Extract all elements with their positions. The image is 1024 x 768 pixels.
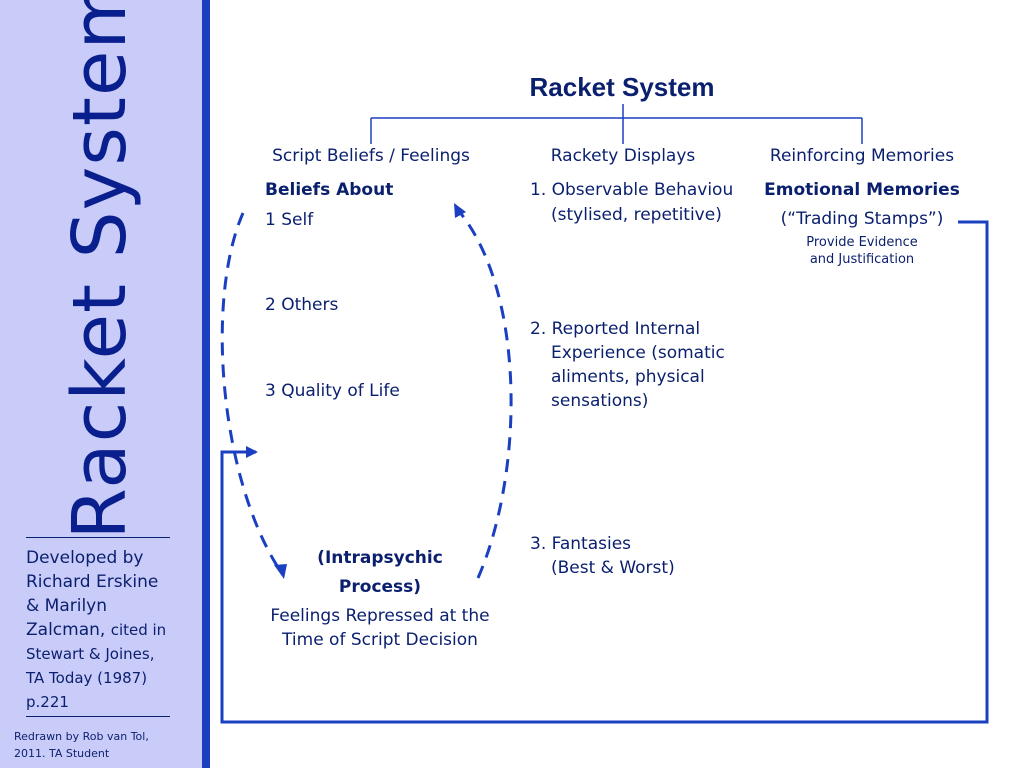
credit-divider-bottom — [26, 716, 170, 717]
credit-line: p.221 — [26, 693, 69, 711]
display-item-1-detail: (stylised, repetitive) — [551, 205, 722, 225]
redrawn-note: Redrawn by Rob van Tol, 2011. TA Student — [14, 728, 149, 762]
display-item-3-detail: (Best & Worst) — [551, 558, 675, 578]
credit-line: Stewart & Joines, — [26, 645, 155, 663]
redrawn-line: Redrawn by Rob van Tol, — [14, 730, 149, 743]
display-item-2: 2. Reported Internal — [530, 319, 701, 339]
credit-line: & Marilyn — [26, 596, 108, 616]
display-item-2-detail: Experience (somatic — [551, 343, 725, 363]
trading-stamps-label: (“Trading Stamps”) — [780, 209, 944, 229]
display-item-2-detail: aliments, physical — [551, 367, 705, 387]
column-header-reinforcing-memories: Reinforcing Memories — [769, 146, 955, 166]
beliefs-heading: Beliefs About — [265, 180, 394, 200]
feelings-repressed-2: Time of Script Decision — [282, 630, 478, 650]
intrapsychic-label-1: (Intrapsychic — [317, 548, 443, 568]
belief-item: 1 Self — [265, 210, 314, 230]
evidence-note-1: Provide Evidence — [806, 235, 918, 250]
emotional-memories-heading: Emotional Memories — [764, 180, 960, 200]
sidebar-panel — [0, 0, 202, 768]
belief-item: 3 Quality of Life — [265, 381, 400, 401]
dashed-loop-right — [456, 209, 513, 579]
credit-name: Zalcman, — [26, 620, 106, 640]
credit-line: Developed by — [26, 548, 144, 568]
credit-line: Zalcman, cited in — [26, 618, 186, 642]
column-header-script-beliefs: Script Beliefs / Feelings — [272, 146, 470, 166]
feelings-repressed-1: Feelings Repressed at the — [270, 606, 490, 626]
column-header-rackety-displays: Rackety Displays — [550, 146, 696, 166]
belief-item: 2 Others — [265, 295, 339, 315]
sidebar-border — [202, 0, 210, 768]
feedback-arrowhead — [246, 446, 258, 458]
dashed-loop-right-arrowhead — [454, 203, 466, 218]
redrawn-line: 2011. TA Student — [14, 747, 110, 760]
credit-line: TA Today (1987) — [26, 669, 148, 687]
credit-block: Developed by Richard Erskine & Marilyn Z… — [26, 546, 186, 714]
credit-line: Richard Erskine — [26, 572, 159, 592]
diagram-title: Racket System — [529, 72, 715, 102]
intrapsychic-label-2: Process) — [338, 577, 422, 597]
display-item-1: 1. Observable Behaviou — [530, 180, 734, 200]
feedback-loop-line — [220, 220, 989, 724]
evidence-note-2: and Justification — [809, 252, 915, 267]
credit-divider-top — [26, 537, 170, 538]
dashed-loop-left-arrowhead — [274, 564, 287, 579]
display-item-3: 3. Fantasies — [530, 534, 632, 554]
dashed-loop-left — [220, 212, 283, 573]
display-item-2-detail: sensations) — [551, 391, 649, 411]
credit-cited: cited in — [110, 621, 167, 639]
